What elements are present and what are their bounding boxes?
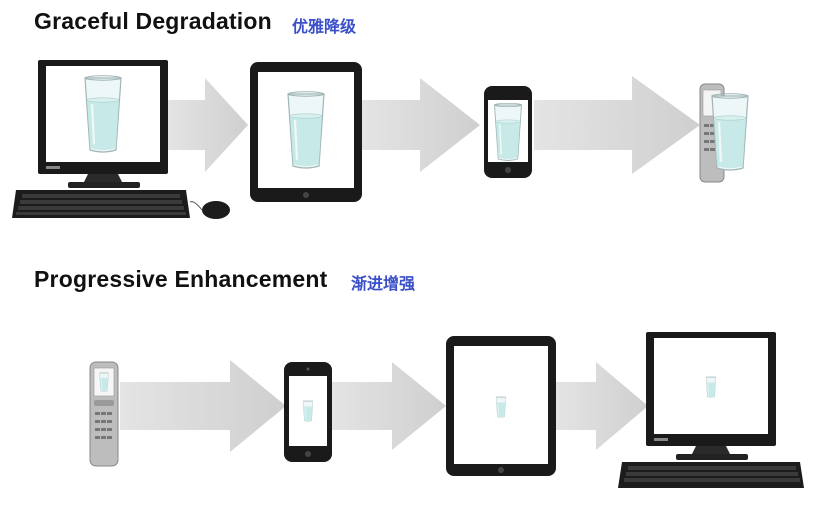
tablet <box>250 62 362 202</box>
arrow <box>168 78 248 172</box>
desktop-computer <box>618 332 804 488</box>
arrow <box>362 78 480 172</box>
section-title-graceful-degradation: Graceful Degradation <box>34 8 272 34</box>
smartphone <box>284 362 332 462</box>
section-title-progressive-enhancement: Progressive Enhancement <box>34 266 328 292</box>
arrow <box>556 362 648 450</box>
flip-phone <box>699 83 750 183</box>
arrow <box>120 360 286 452</box>
tablet <box>446 336 556 476</box>
section-subtitle-graceful-degradation: 优雅降级 <box>292 19 357 36</box>
arrow <box>534 76 700 174</box>
desktop-computer <box>12 60 230 219</box>
section-subtitle-progressive-enhancement: 渐进增强 <box>351 276 416 293</box>
smartphone <box>484 86 532 178</box>
progressive-enhancement-diagram <box>0 320 817 500</box>
flip-phone <box>89 361 119 467</box>
graceful-degradation-diagram <box>0 50 817 230</box>
arrow <box>330 362 446 450</box>
